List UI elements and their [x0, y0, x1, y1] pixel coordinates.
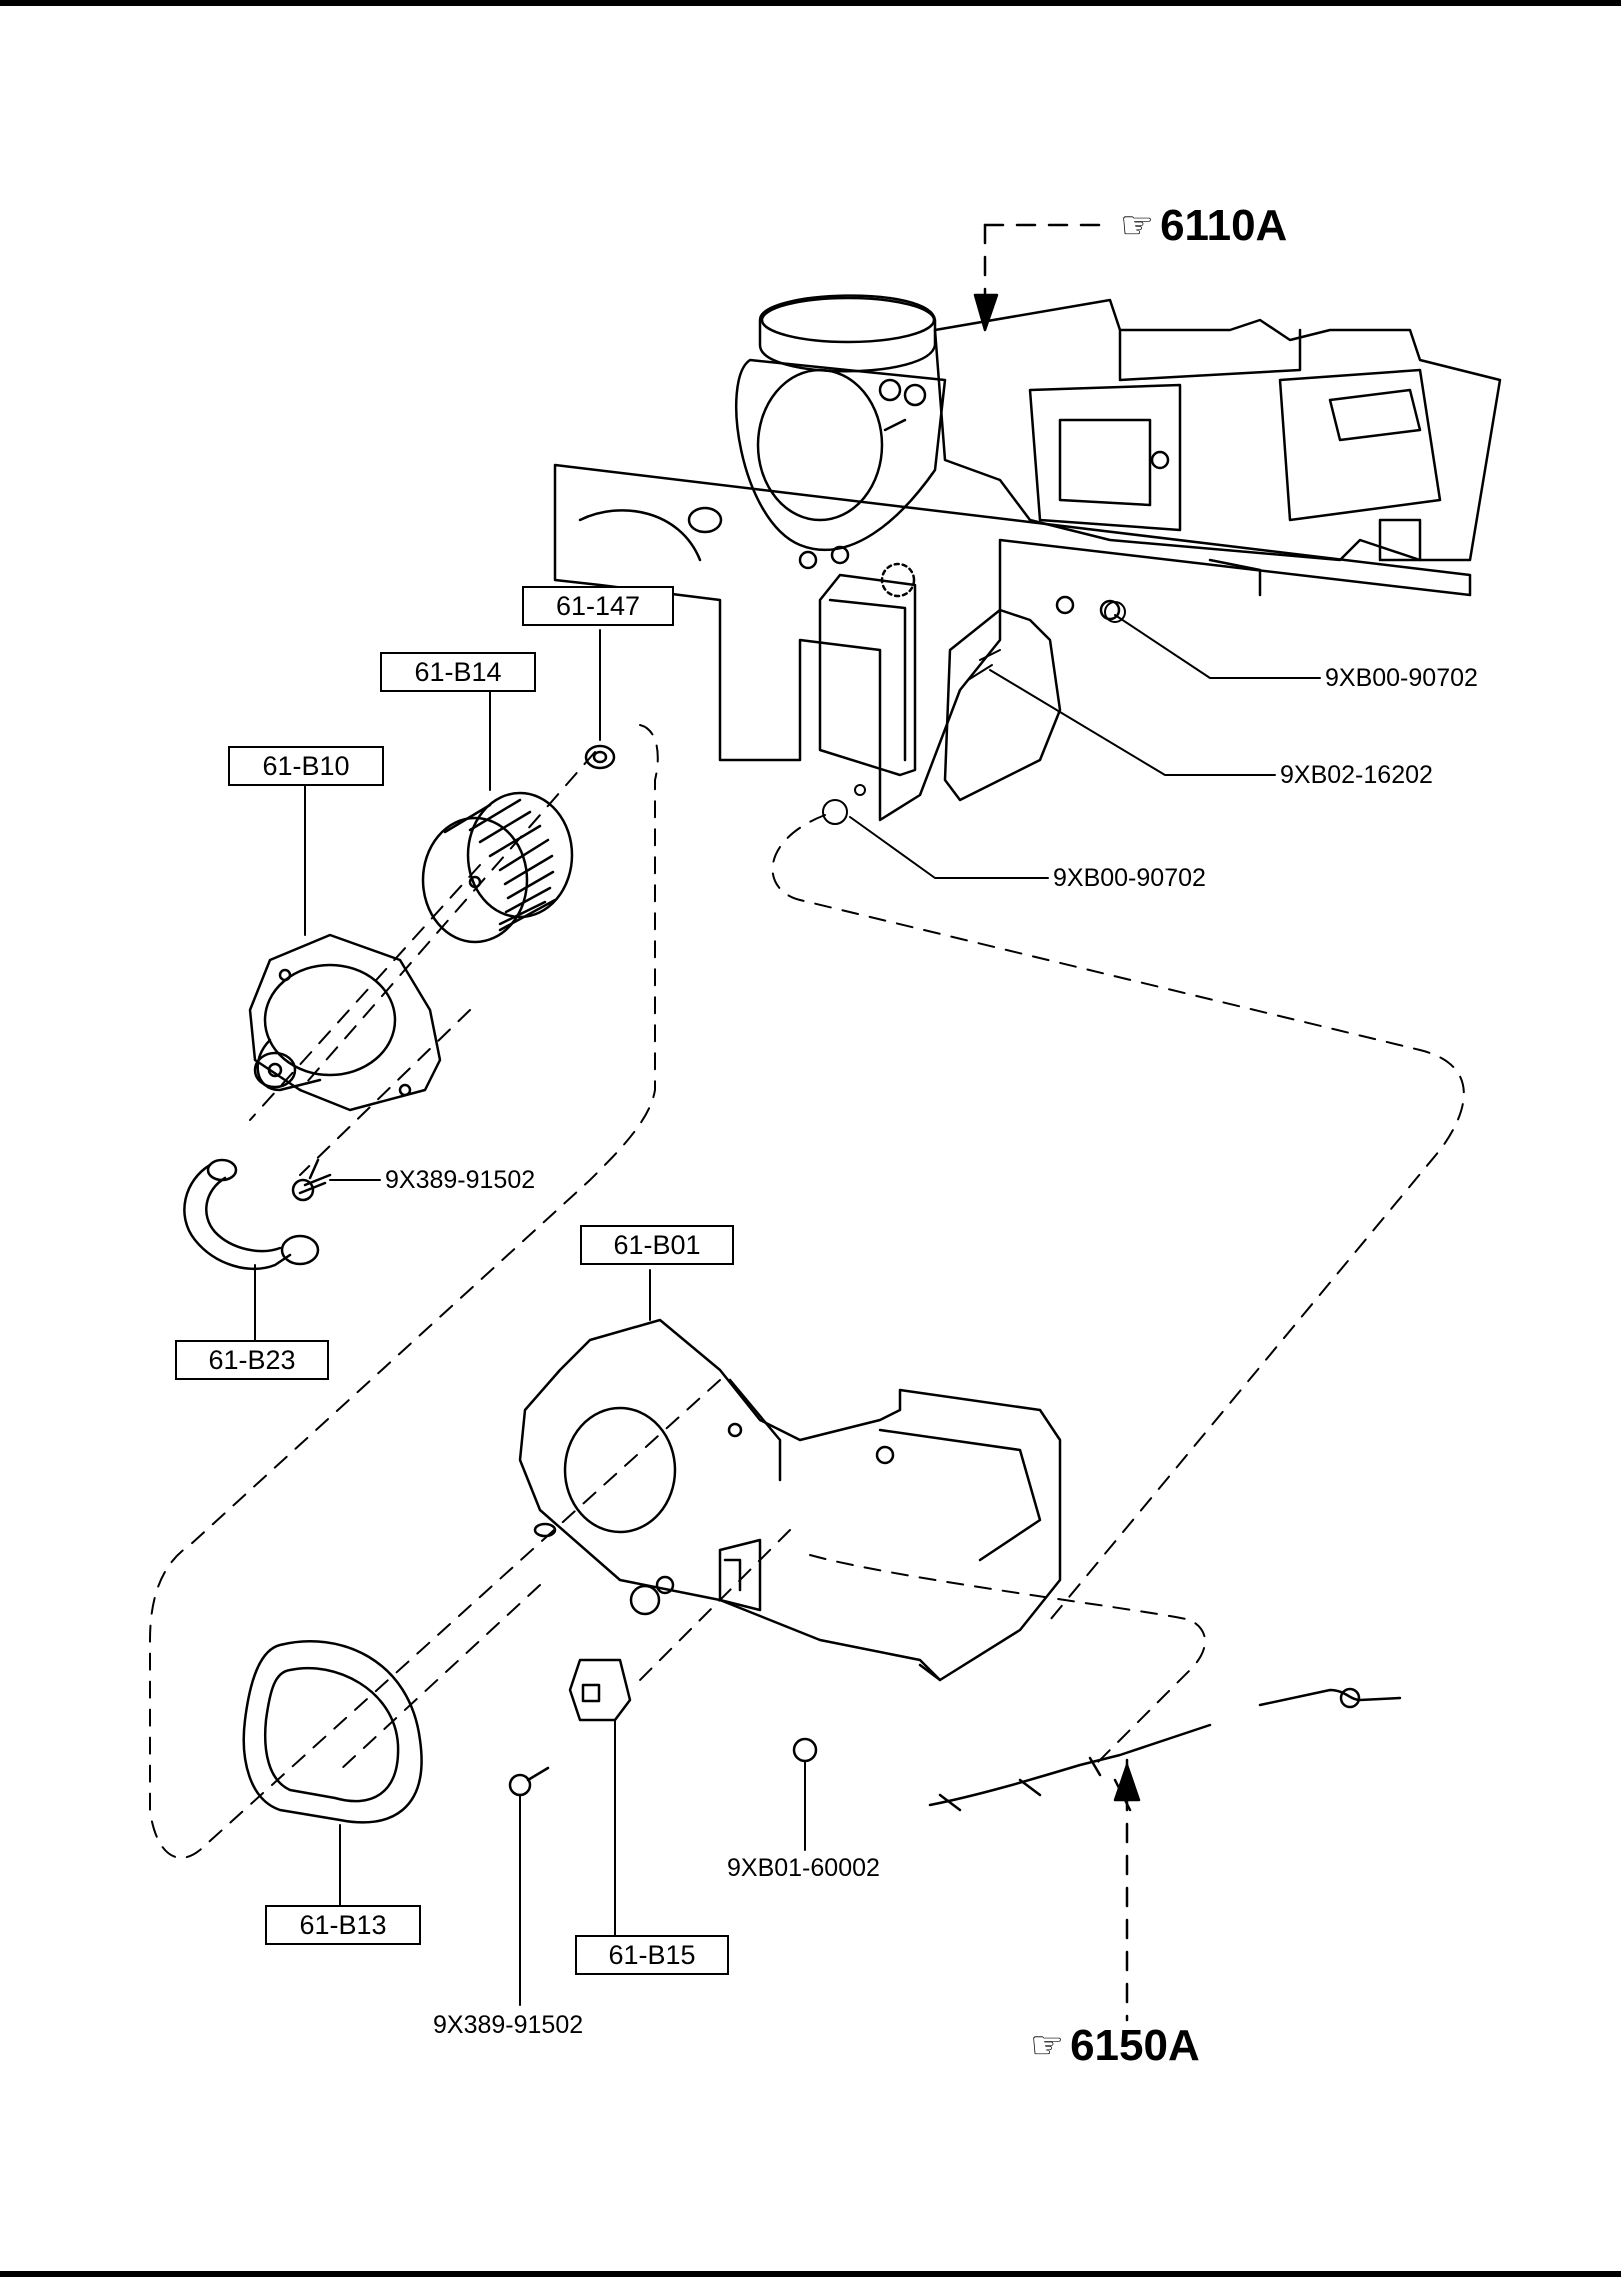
- pointing-hand-icon: ☞: [1030, 2025, 1065, 2067]
- label-61-B13[interactable]: 61-B13: [265, 1905, 421, 1945]
- partno-9XB00-90702-lower[interactable]: 9XB00-90702: [1053, 864, 1206, 892]
- dashed-assembly-boundary: [149, 724, 1465, 1859]
- ref-6150A-label: 6150A: [1070, 2021, 1200, 2070]
- part-61-B15-resistor: [568, 1658, 632, 1936]
- part-61-B14-fan: [421, 689, 574, 944]
- part-61-B23-hose: [183, 1158, 320, 1341]
- label-61-B10[interactable]: 61-B10: [228, 746, 384, 786]
- ref-6110A[interactable]: ☞ 6110A: [1120, 200, 1287, 252]
- ref-arrow-bottom: [1113, 1758, 1141, 2022]
- bottom-border: [0, 2271, 1621, 2277]
- label-61-B14[interactable]: 61-B14: [380, 652, 536, 692]
- ref-6150A[interactable]: ☞ 6150A: [1030, 2020, 1200, 2072]
- part-61-B01-lower-case: [518, 1269, 1062, 1682]
- partno-9X389-91502-lower[interactable]: 9X389-91502: [433, 2011, 584, 2039]
- pointing-hand-icon: ☞: [1120, 205, 1155, 247]
- part-61-147-clip: [584, 629, 616, 770]
- label-61-B01[interactable]: 61-B01: [580, 1225, 734, 1265]
- screw-upper: [291, 1158, 381, 1202]
- heater-case-assembly: [553, 294, 1502, 822]
- label-61-147[interactable]: 61-147: [522, 586, 674, 626]
- lower-duct: [818, 573, 1062, 802]
- label-61-B23[interactable]: 61-B23: [175, 1340, 329, 1380]
- partno-9XB01-60002[interactable]: 9XB01-60002: [727, 1854, 880, 1882]
- nut-lower: [792, 1737, 818, 1851]
- screw-lower: [508, 1766, 550, 2006]
- partno-9XB00-90702-upper[interactable]: 9XB00-90702: [1325, 664, 1478, 692]
- control-cable: [928, 1687, 1402, 1812]
- top-border: [0, 0, 1621, 6]
- part-61-B13-gasket: [242, 1640, 423, 1906]
- partno-9X389-91502-upper[interactable]: 9X389-91502: [385, 1166, 536, 1194]
- ref-arrow-top: [973, 223, 1112, 332]
- ref-6110A-label: 6110A: [1160, 201, 1288, 250]
- partno-9XB02-16202[interactable]: 9XB02-16202: [1280, 761, 1433, 789]
- leader-lines-upper: [822, 601, 1321, 879]
- label-61-B15[interactable]: 61-B15: [575, 1935, 729, 1975]
- part-61-B10-motor: [248, 781, 442, 1112]
